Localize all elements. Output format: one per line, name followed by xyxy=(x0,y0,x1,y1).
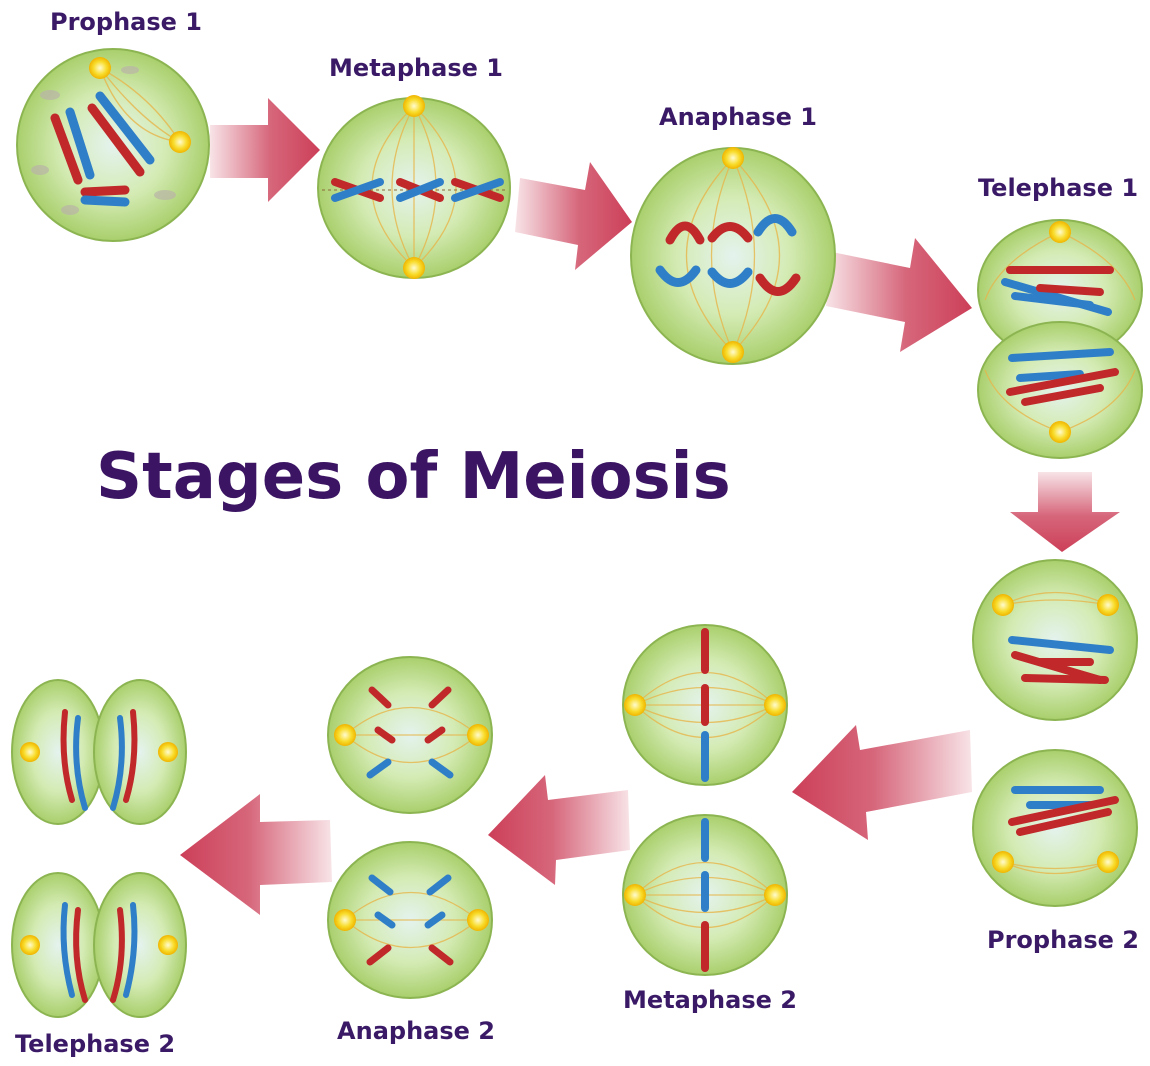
arrow-p2-m2 xyxy=(792,725,972,840)
label-prophase-1: Prophase 1 xyxy=(50,8,202,36)
label-metaphase-1: Metaphase 1 xyxy=(329,54,503,82)
label-metaphase-2: Metaphase 2 xyxy=(623,986,797,1014)
cell-telophase-2-upper xyxy=(11,679,187,825)
cell-metaphase-2-upper xyxy=(622,624,788,786)
cell-prophase-1 xyxy=(16,48,210,242)
arrow-m2-a2 xyxy=(488,775,630,885)
label-anaphase-1: Anaphase 1 xyxy=(659,103,817,131)
cell-prophase-2-lower xyxy=(972,749,1138,907)
cell-anaphase-2-lower xyxy=(327,841,493,999)
label-telophase-1: Telephase 1 xyxy=(977,174,1139,202)
label-telophase-2: Telephase 2 xyxy=(14,1030,176,1058)
cell-telophase-1 xyxy=(977,219,1143,459)
cell-anaphase-1 xyxy=(630,147,836,365)
cell-metaphase-1 xyxy=(317,95,511,279)
cell-prophase-2-upper xyxy=(972,559,1138,721)
arrow-t1-p2 xyxy=(1010,472,1120,552)
label-anaphase-2: Anaphase 2 xyxy=(337,1017,495,1045)
arrow-a1-t1 xyxy=(826,238,972,352)
arrow-p1-m1 xyxy=(210,98,320,202)
cell-anaphase-2-upper xyxy=(327,656,493,814)
arrow-m1-a1 xyxy=(515,162,632,270)
cell-telophase-2-lower xyxy=(11,872,187,1018)
label-prophase-2: Prophase 2 xyxy=(987,926,1139,954)
cell-metaphase-2-lower xyxy=(622,814,788,976)
diagram-title: Stages of Meiosis xyxy=(96,440,731,514)
arrow-a2-t2 xyxy=(180,794,332,915)
